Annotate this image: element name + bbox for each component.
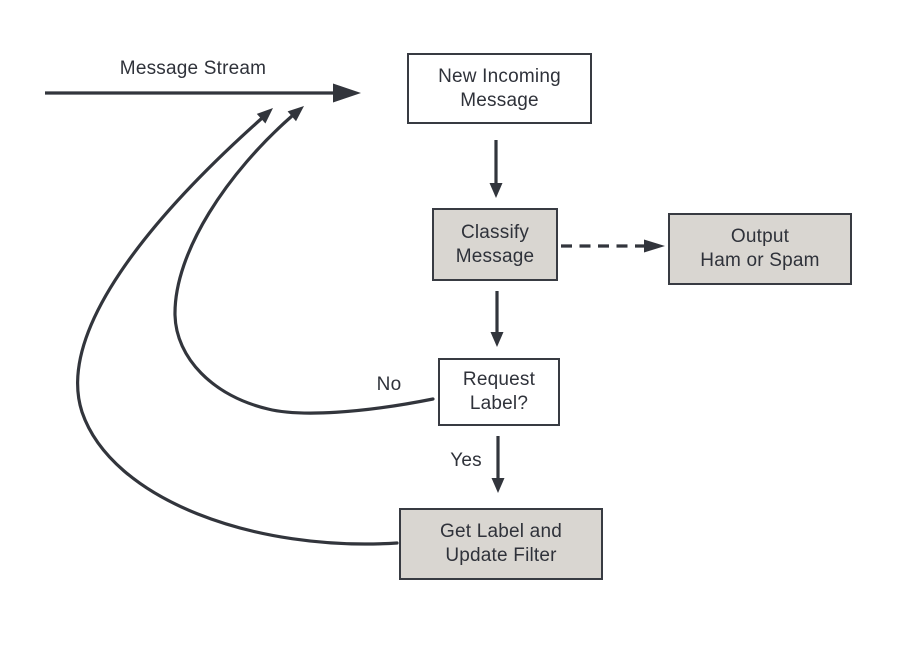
node-label-line: Label? — [469, 393, 529, 414]
arrowhead-right-icon — [644, 239, 665, 253]
label-yes: Yes — [450, 450, 482, 471]
dashed-arrow-classify-to-output — [561, 239, 665, 253]
node-label-line: Update Filter — [445, 545, 557, 566]
node-get-label-update-filter: Get Label and Update Filter — [399, 508, 603, 580]
node-label-line: Request — [462, 369, 536, 390]
node-label-line: Message — [460, 89, 539, 111]
arrowhead-up-right-icon — [287, 106, 304, 122]
label-message-stream: Message Stream — [119, 58, 267, 79]
arrowhead-down-icon — [489, 183, 503, 198]
arrow-new-to-classify — [489, 140, 503, 198]
node-request-label: Request Label? — [438, 358, 560, 426]
arrowhead-up-right-icon — [256, 108, 273, 124]
message-stream-arrow — [45, 83, 361, 103]
arrow-request-to-getlabel — [491, 436, 505, 493]
node-new-incoming-message: New Incoming Message — [407, 53, 592, 124]
node-classify-message: Classify Message — [432, 208, 558, 281]
node-label-line: Ham or Spam — [700, 250, 820, 271]
curve-update-feedback — [76, 108, 399, 546]
node-output-ham-or-spam: Output Ham or Spam — [668, 213, 852, 285]
arrowhead-right-icon — [333, 83, 361, 103]
node-label-line: Classify — [460, 221, 530, 243]
node-label-line: Message — [455, 245, 535, 267]
curve-no-feedback — [173, 106, 435, 415]
node-label-line: New Incoming — [438, 65, 561, 87]
curve-no-feedback-path — [173, 114, 435, 415]
node-label-line: Output — [730, 226, 790, 247]
curve-update-feedback-path — [76, 117, 399, 546]
arrowhead-down-icon — [491, 478, 505, 493]
arrow-classify-to-request — [490, 291, 504, 347]
label-no: No — [376, 374, 402, 395]
node-label-line: Get Label and — [440, 521, 562, 542]
arrowhead-down-icon — [490, 332, 504, 347]
